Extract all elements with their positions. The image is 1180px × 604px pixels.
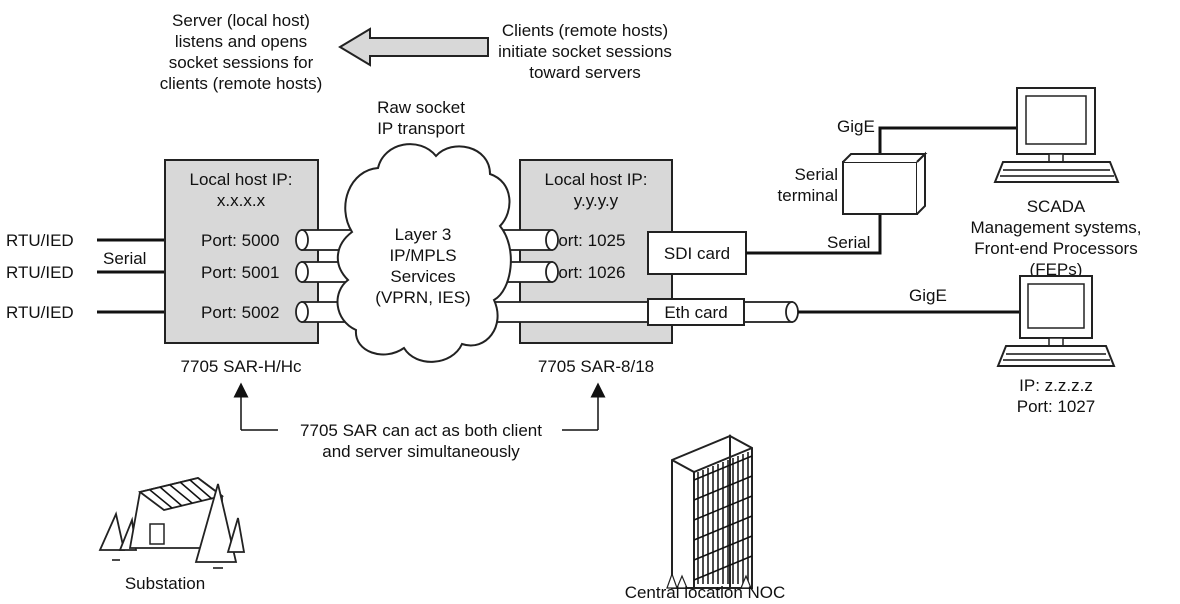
cloud-line-1: Layer 3 [395,225,452,244]
cloud-line-3: Services [390,267,455,286]
serial-wire [746,214,882,255]
right-box-line-1: Local host IP: [544,170,647,189]
scada-line-2: Management systems, [970,218,1141,237]
gige-top-wire [878,126,1017,162]
client-note: Clients (remote hosts) initiate socket s… [498,21,672,82]
left-port-5001: Port: 5001 [201,263,279,282]
left-box-line-1: Local host IP: [189,170,292,189]
right-box-line-2: y.y.y.y [574,191,619,210]
gige-top-label: GigE [837,117,875,136]
scada-line-4: (FEPs) [1030,260,1083,279]
client-note-line-3: toward servers [529,63,640,82]
sar-hc-box [164,159,319,344]
direction-arrow [338,27,489,67]
right-port-1026: Port: 1026 [547,263,625,282]
cloud-line-4: (VPRN, IES) [375,288,470,307]
left-port-5002: Port: 5002 [201,303,279,322]
scada-line-1: SCADA [1027,197,1086,216]
eth-card [647,298,745,326]
cloud-line-2: IP/MPLS [389,246,456,265]
right-model-label: 7705 SAR-8/18 [538,357,654,376]
rtu-label-3: RTU/IED [6,303,74,322]
substation-icon [98,477,246,569]
serial-terminal-icon [842,151,928,215]
scada-line-3: Front-end Processors [974,239,1137,258]
left-box-line-2: x.x.x.x [217,191,266,210]
sdi-card [647,231,747,275]
raw-socket-line-1: Raw socket [377,98,465,117]
both-note-line-2: and server simultaneously [322,442,520,461]
client-note-line-2: initiate socket sessions [498,42,672,61]
server-note-line-4: clients (remote hosts) [160,74,323,93]
scada-computer-icon [993,87,1120,183]
right-port-1025: Port: 1025 [547,231,625,250]
serial-left-label: Serial [103,249,146,268]
pc-port-label: Port: 1027 [1017,397,1095,416]
gige-bottom-label: GigE [909,286,947,305]
server-note-line-1: Server (local host) [172,11,310,30]
serial-terminal-line-2: terminal [778,186,838,205]
serial-terminal-line-1: Serial [795,165,838,184]
serial-right-label: Serial [827,233,870,252]
server-note-line-2: listens and opens [175,32,307,51]
sdi-card-label: SDI card [664,244,730,263]
server-note-line-3: socket sessions for [169,53,314,72]
client-computer-icon [996,275,1116,367]
left-model-label: 7705 SAR-H/Hc [181,357,302,376]
both-note-line-1: 7705 SAR can act as both client [300,421,542,440]
raw-socket-line-2: IP transport [377,119,465,138]
rtu-label-2: RTU/IED [6,263,74,282]
pc-ip-label: IP: z.z.z.z [1019,376,1093,395]
noc-label: Central location NOC [625,583,786,602]
substation-label: Substation [125,574,205,593]
eth-card-label: Eth card [664,303,727,322]
server-note: Server (local host) listens and opens so… [160,11,323,93]
rtu-label-1: RTU/IED [6,231,74,250]
noc-building-icon [666,434,753,589]
client-note-line-1: Clients (remote hosts) [502,21,668,40]
cloud-icon [336,143,512,363]
left-port-5000: Port: 5000 [201,231,279,250]
